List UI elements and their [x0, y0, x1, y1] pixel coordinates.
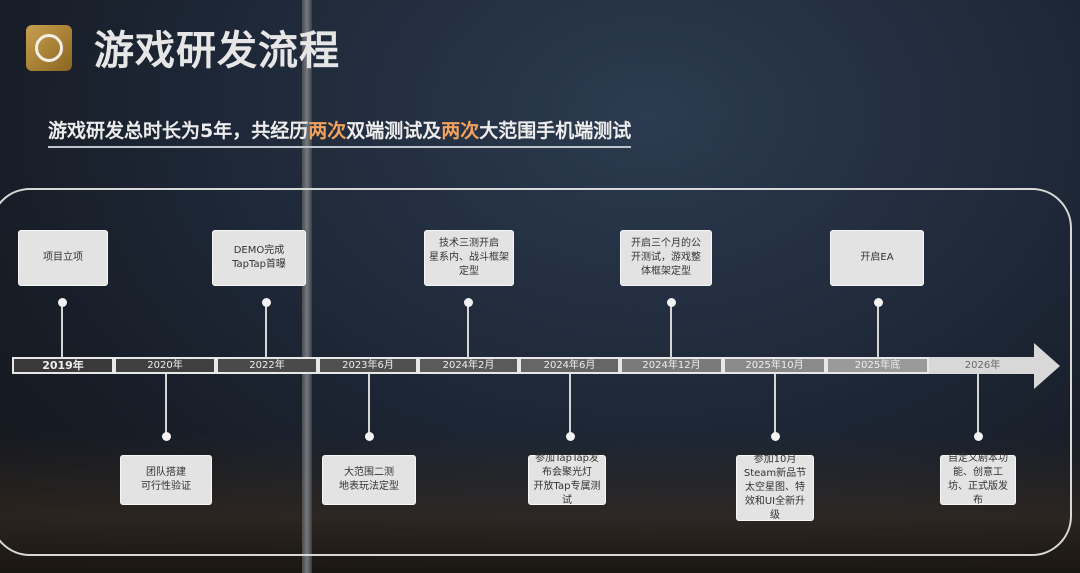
timeline-event-bottom: 团队搭建 可行性验证	[120, 455, 212, 505]
timeline-dot	[261, 298, 271, 307]
timeline-event-bottom: 参加TapTap发 布会聚光灯 开放Tap专属测 试	[528, 453, 606, 506]
connector-line	[877, 303, 879, 358]
connector-line	[368, 374, 370, 436]
connector-line	[467, 303, 469, 358]
subtitle-text: 双端测试及	[346, 120, 442, 142]
timeline-period: 2019年	[12, 357, 114, 374]
connector-line	[774, 374, 776, 436]
timeline-event-bottom: 大范围二测 地表玩法定型	[322, 455, 416, 505]
subtitle-text: 游戏研发总时长为5年，共经历	[48, 120, 309, 142]
subtitle: 游戏研发总时长为5年，共经历两次双端测试及两次大范围手机端测试	[48, 116, 632, 148]
timeline-dot	[364, 432, 374, 441]
connector-line	[670, 303, 672, 358]
timeline-period: 2024年12月	[620, 357, 723, 374]
connector-line	[165, 374, 167, 436]
timeline-period: 2022年	[216, 357, 318, 374]
connector-line	[61, 303, 63, 358]
subtitle-highlight: 两次	[308, 120, 347, 142]
background-pole	[302, 0, 312, 573]
timeline-period: 2023年6月	[318, 357, 418, 374]
page-title: 游戏研发流程	[94, 28, 340, 74]
timeline-event-top: 开启三个月的公 开测试，游戏整 体框架定型	[620, 230, 712, 286]
connector-line	[977, 374, 979, 436]
timeline-event-top: DEMO完成 TapTap首曝	[212, 230, 306, 286]
timeline-dot	[873, 298, 883, 307]
timeline-period: 2024年2月	[418, 357, 519, 374]
timeline-arrowhead	[1034, 343, 1060, 389]
timeline-dot	[666, 298, 676, 307]
subtitle-highlight: 两次	[441, 120, 480, 142]
timeline-dot	[57, 298, 67, 307]
timeline-dot	[565, 432, 575, 441]
connector-line	[569, 374, 571, 436]
game-logo-icon	[26, 25, 72, 71]
timeline-period: 2020年	[114, 357, 216, 374]
timeline-period: 2026年	[929, 357, 1036, 374]
timeline-event-bottom: 自定义剧本功 能、创意工 坊、正式版发 布	[940, 453, 1016, 506]
timeline-period: 2024年6月	[519, 357, 620, 374]
timeline-dot	[973, 432, 983, 441]
timeline-frame	[0, 188, 1072, 556]
timeline-event-top: 技术三测开启 星系内、战斗框架 定型	[424, 230, 514, 286]
timeline-dot	[770, 432, 780, 441]
timeline-period: 2025年底	[826, 357, 929, 374]
timeline-event-top: 项目立项	[18, 230, 108, 286]
timeline-event-bottom: 参加10月 Steam新品节 太空星图、特 效和UI全新升 级	[736, 454, 814, 521]
subtitle-text: 大范围手机端测试	[479, 120, 632, 142]
timeline-event-top: 开启EA	[830, 230, 924, 286]
connector-line	[265, 303, 267, 358]
timeline-dot	[463, 298, 473, 307]
timeline-period: 2025年10月	[723, 357, 826, 374]
timeline-dot	[161, 432, 171, 441]
